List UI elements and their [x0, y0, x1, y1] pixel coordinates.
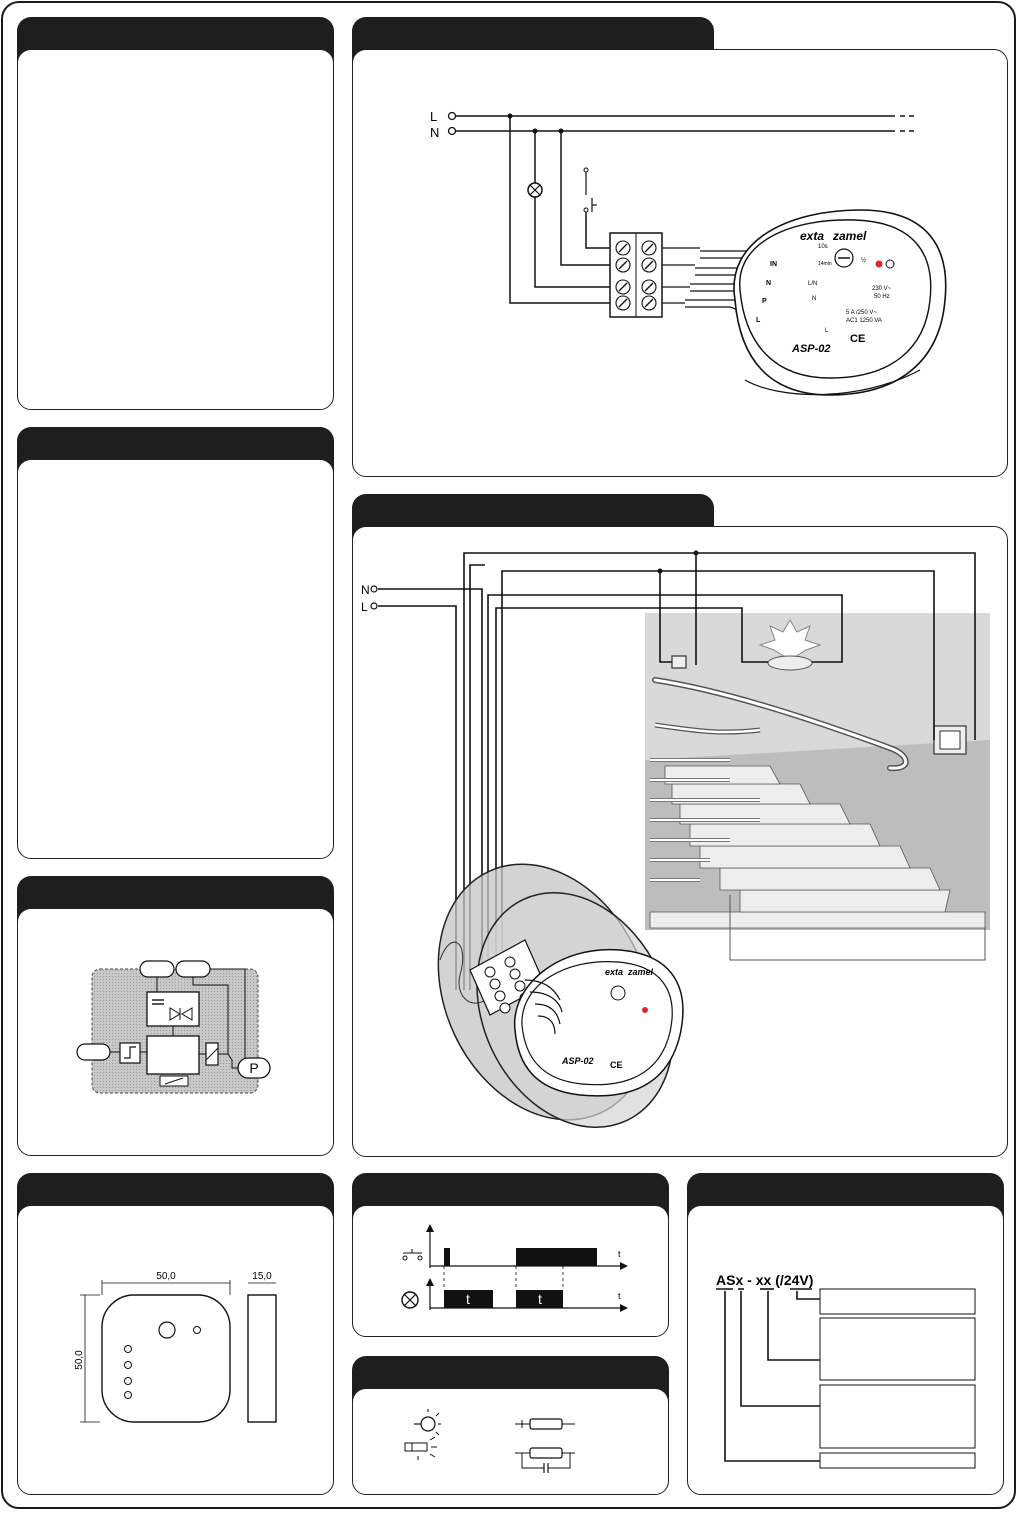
line-label-N-install: N [361, 583, 370, 597]
fluorescent-lamp-icon [515, 1418, 575, 1430]
panel-load-types [352, 1356, 669, 1495]
ordering-code: ASx - xx(/24V) [716, 1272, 976, 1469]
panel-timing [352, 1173, 669, 1337]
block-diagram: P [76, 960, 271, 1094]
device-model-install: ASP-02 [561, 1056, 594, 1066]
incandescent-bulb-icon [414, 1409, 441, 1436]
fluorescent-compensated-icon [515, 1447, 575, 1473]
device-brand: zamel [832, 229, 867, 243]
rating-voltage: 230 V~ [872, 286, 892, 292]
code-base: ASx [716, 1272, 743, 1288]
mark-LN: L/N [808, 281, 817, 287]
code-sep: - [743, 1272, 755, 1288]
panel-body [17, 1205, 334, 1495]
code-box-family [819, 1452, 976, 1469]
rating-freq: 50 Hz [874, 294, 890, 300]
panel-features [17, 427, 334, 859]
mark-L: L [825, 328, 829, 334]
knob-mid: 14min [818, 261, 832, 267]
rating-power: AC1 1250 VA [846, 318, 882, 324]
bulb-icon [885, 259, 895, 269]
device-series-install: exta [605, 967, 623, 977]
panel-body [17, 49, 334, 410]
ce-mark-install: CE [610, 1060, 623, 1070]
device-brand-install: zamel [627, 967, 654, 977]
output-label: P [249, 1060, 258, 1076]
terminal-L: L [756, 317, 761, 324]
code-box-voltage [819, 1288, 976, 1315]
panel-dimensions [17, 1173, 334, 1495]
code-opt: (/24V) [775, 1272, 813, 1288]
axis-label-2: t [618, 1291, 621, 1301]
dim-height: 50,0 [74, 1350, 85, 1370]
terminal-N: N [766, 280, 771, 287]
panel-body [17, 459, 334, 859]
knob-max: ½ [861, 257, 866, 264]
knob-min: 10s [818, 244, 828, 250]
installation-illustration: N L [361, 550, 990, 1128]
input-terminal [76, 1043, 111, 1061]
line-label-L-install: L [361, 600, 368, 614]
pulse-label-2: t [538, 1291, 542, 1307]
ce-mark: CE [850, 333, 865, 345]
terminal-P: P [762, 298, 767, 305]
wiring-diagram: L N [430, 109, 947, 396]
dimension-drawing: 50,0 50,0 15,0 [74, 1271, 277, 1423]
terminal-L-symbol [447, 111, 457, 121]
dim-depth: 15,0 [252, 1271, 272, 1282]
dim-width: 50,0 [156, 1271, 176, 1282]
terminal-IN: IN [770, 261, 777, 268]
device-model: ASP-02 [791, 343, 831, 355]
line-label-N: N [430, 125, 439, 140]
control-block [146, 1035, 200, 1075]
device-front-view [101, 1294, 231, 1423]
rating-current: 5 A /250 V~ [846, 310, 877, 316]
axis-label-1: t [618, 1249, 621, 1259]
load-types [404, 1409, 575, 1473]
panel-body [352, 1205, 669, 1337]
code-box-type [819, 1384, 976, 1449]
led-indicator [875, 260, 883, 268]
panel-body [352, 1388, 669, 1495]
line-label-L: L [430, 109, 437, 124]
halogen-lamp-icon [404, 1436, 437, 1460]
timing-diagram: t t t t [401, 1224, 628, 1312]
pulse-label-1: t [466, 1291, 470, 1307]
stairs [649, 765, 986, 929]
terminal-N-symbol [447, 126, 457, 136]
wall-switch-1 [671, 655, 687, 669]
ceiling-lamp-icon [767, 655, 813, 671]
device-side-view [247, 1294, 277, 1423]
code-line: ASx - xx(/24V) [716, 1272, 813, 1288]
code-box-variant [819, 1317, 976, 1381]
device-series: exta [800, 229, 824, 243]
panel-description [17, 17, 334, 410]
code-var: xx [756, 1272, 772, 1288]
mark-N: N [812, 296, 816, 302]
